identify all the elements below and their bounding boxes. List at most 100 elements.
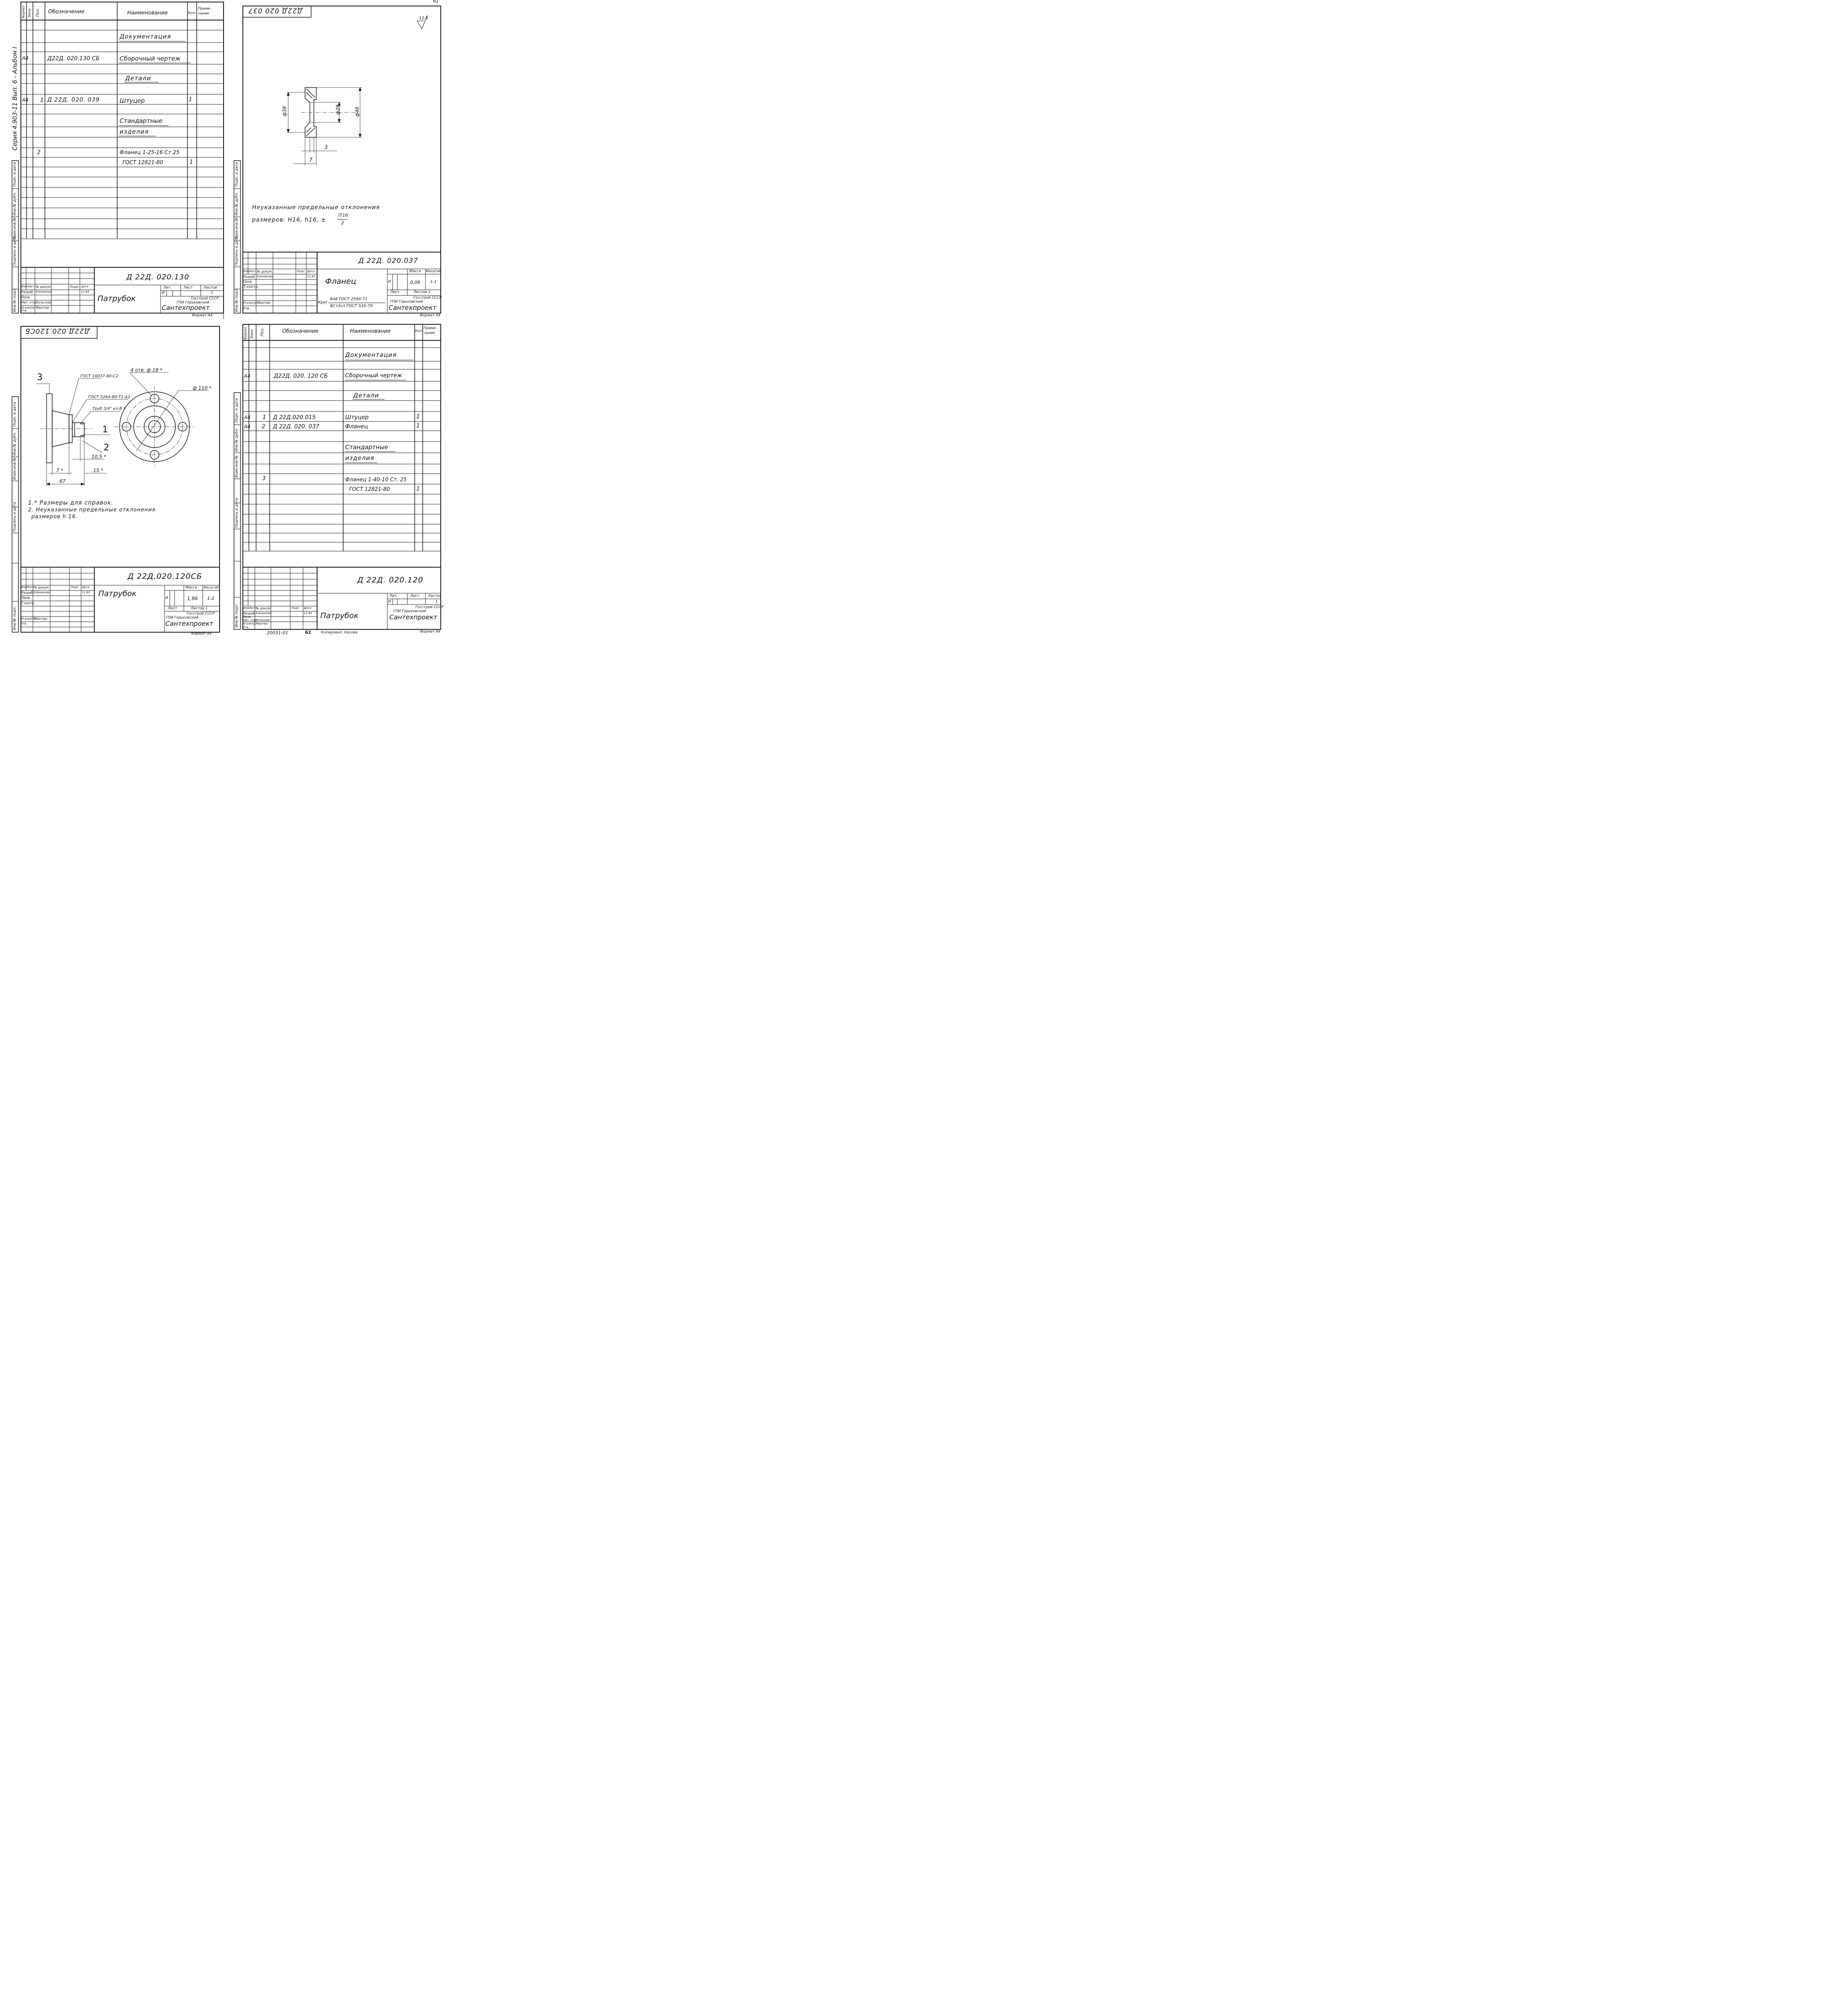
lit-head: Лист [410,594,419,598]
hdr-designation: Обозначение [48,9,85,15]
org-line: Госстрой СССР [415,605,444,609]
assembly-note: 1.* Размеры для справок. [28,500,114,506]
stamp-name: Елиникова [34,591,50,594]
strip-label: Инв.№ дубл. [13,192,17,216]
doc-number: Д 22Д. 020.130 [126,273,189,281]
series-side-title: Серия 4.903-11 Вып. 6 - Альбом I [11,47,18,151]
scale-value: 1:2 [207,596,214,601]
row-qty: 1 [189,96,192,103]
strip-label: Инв.№ дубл. [235,192,239,216]
tolerance-note: размеров: Н16, h16, ± [252,217,326,223]
stamp-data: Дата [81,285,89,288]
assembly-note: размеров h 16. [31,514,78,520]
stamp-nkontr: Н.контр. [21,306,36,309]
dim-7: 7 * [56,468,63,473]
stamp-razrab: Разраб. [21,591,34,594]
format-label: Формат А4 [420,630,441,634]
stamp-name: Елиникова [257,275,273,278]
part-title: Патрубок [320,611,359,620]
hdr-zone: Зона [28,8,32,18]
row-name: Сборочный чертеж [345,372,402,379]
org-line: Госстрой СССР [413,296,442,300]
holes-dim: 4 отв. ф 18 * [130,367,163,373]
strip-label: Подп. и дата [13,402,17,427]
lit-head: Листов [428,594,442,598]
row-name: изделия [120,128,149,135]
mirror-doc-number: Д22Д.020.120СБ [25,327,90,335]
row-name: Детали [125,75,151,82]
hdr-pos: Поз. [260,327,265,336]
stamp-ndoc: № докум. [34,586,50,589]
row-format: А4 [22,97,28,103]
hdr-pos: Поз. [36,8,40,17]
stamp-list: Лист [249,607,256,610]
stamp-utv: Утв. [243,307,250,310]
row-pos: 1 [40,97,44,104]
row-name: Сборочный чертеж [120,55,181,62]
tolerance-fraction-num: IT16 [338,213,348,218]
hdr-designation: Обозначение [282,328,319,334]
stamp-name: Мюнтер [36,306,49,309]
sheet-label: Лист [168,607,177,611]
mass-value: 1,96 [187,596,198,601]
mass-head: Масса [409,269,421,273]
mass-value: 0,08 [410,280,420,285]
row-name: Стандартные [345,444,388,451]
sheet-label: Лист [390,290,399,294]
stamp-prob: Пров. [243,280,253,283]
doc-number: Д 22Д. 020.120 [357,576,423,584]
part-title: Патрубок [98,589,137,598]
stamp-prob: Пров. [21,596,31,600]
dim-t7: 7 [309,157,313,163]
sheets-label: Листов 1 [413,290,431,294]
strip-label: Взам.инв.№ [235,455,239,478]
stamp-prob: Пров. [243,615,252,619]
lit-head: Лит. [389,594,398,598]
callout-2: 2 [104,443,109,453]
hdr-format: Формат [22,5,25,18]
footer-number: 20031-01 [267,630,288,635]
row-name: Детали [353,392,379,399]
part-title: Патрубок [98,294,136,303]
scale-head: Масштаб [426,269,442,273]
scale-value: 1:1 [430,280,437,284]
stamp-nkontr: Н.контр. [21,617,36,621]
hdr-qty: Кол. [188,11,196,15]
stamp-izm: Изм. [21,285,28,288]
stamp-razrab: Разраб. [243,612,256,615]
strip-label: Инв.№ подл. [235,603,239,627]
strip-label: Инв.№ дубл. [13,432,17,456]
dim-d28: ф28 [335,104,341,115]
row-name: изделия [345,454,374,462]
stamp-date: 11.83 [304,612,312,615]
stamp-name: Мюнтер [256,622,268,625]
row-designation: Д 22Д.020.015 [273,414,316,421]
stamp-tkontr: Т.контр. [243,285,259,289]
hdr-zone: Зона [250,330,254,339]
strip-label: Инв.№ подл. [13,288,17,312]
row-format: А4 [244,424,250,429]
lit-head: Лит. [163,286,172,290]
dim-105: 10,5 * [92,454,106,460]
weld-spec-2: ГОСТ 5264-80-Т1-Δ3 [88,395,130,399]
stamp-nach: Нач. отд. [243,619,257,622]
org-name: Сантехпроект [165,620,214,627]
org-name: Сантехпроект [389,304,437,311]
strip-label: Подп. и дата [235,398,239,423]
material-line1: 848 ГОСТ 2590-71 [330,297,368,301]
sheet3-frame [12,326,220,633]
lit-val: 1 [436,600,438,604]
row-name: Штуцер [120,97,145,104]
org-name: Сантехпроект [389,613,438,621]
lit-head: Листов [204,286,217,290]
stamp-utv: Утв. [21,309,27,312]
org-line: ГПИ Горьковский [177,301,210,305]
hdr-format: Формат [244,326,247,340]
stamp-list: Лист [27,586,34,589]
roughness-value: 12,5 [419,16,428,20]
stamp-list: Лист [249,270,256,273]
stamp-razrab: Разраб. [21,290,34,294]
mirror-doc-number: Д22Д 020 037 [248,6,303,14]
stamp-podp: Подп. [71,586,79,589]
row-qty: 1 [416,486,420,492]
